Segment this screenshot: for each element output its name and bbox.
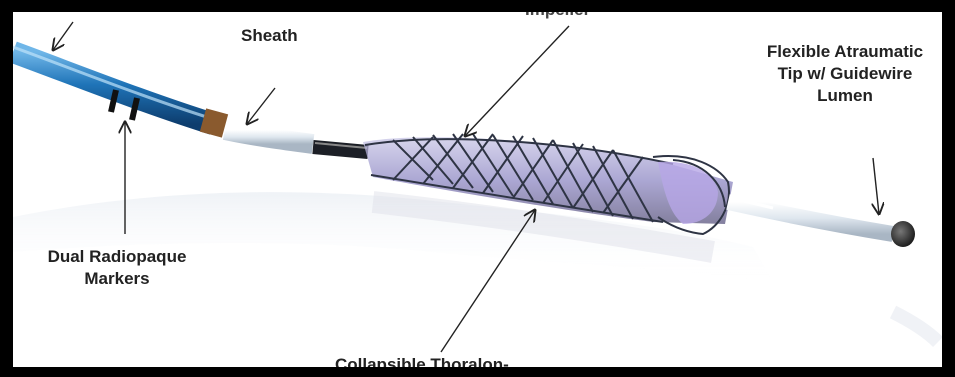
- label-impeller: Impeller: [525, 12, 590, 21]
- atraumatic-tip: [891, 221, 915, 247]
- transition-band: [203, 120, 225, 126]
- arrow-impeller: [465, 26, 569, 136]
- label-collapsible: Collapsible Thoralon-: [335, 354, 509, 367]
- sheath: [225, 130, 313, 144]
- arrow-tip: [873, 158, 879, 214]
- arrow-catheter: [53, 22, 73, 50]
- label-tip: Flexible Atraumatic Tip w/ Guidewire Lum…: [755, 41, 935, 107]
- distal-tube: [728, 202, 893, 234]
- catheter-shaft: [13, 52, 213, 124]
- diagram-frame: Sheath Impeller Flexible Atraumatic Tip …: [13, 12, 942, 367]
- label-sheath: Sheath: [241, 25, 298, 47]
- arrow-sheath: [247, 88, 275, 124]
- label-markers: Dual Radiopaque Markers: [27, 246, 207, 290]
